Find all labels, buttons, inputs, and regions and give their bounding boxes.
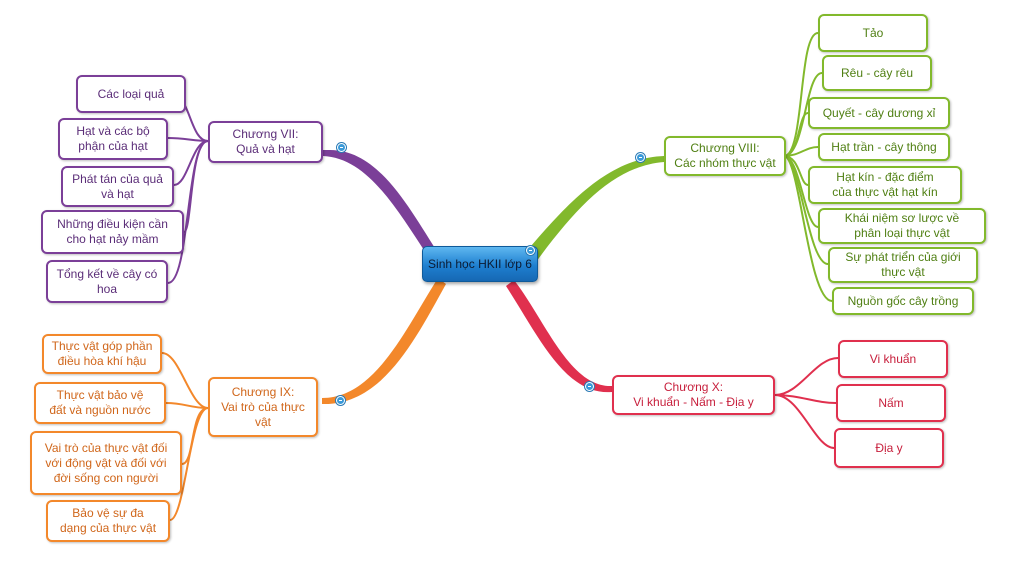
root-node[interactable]: Sinh học HKII lớp 6 xyxy=(422,246,538,282)
ch7-collapse-toggle[interactable] xyxy=(337,143,346,152)
ch9-leaf-connectors xyxy=(161,352,209,521)
ch10-item[interactable]: Nấm xyxy=(836,384,946,422)
branch-connector-ch10 xyxy=(506,280,612,393)
ch8-item[interactable]: Quyết - cây dương xỉ xyxy=(808,97,950,129)
ch8-item[interactable]: Tảo xyxy=(818,14,928,52)
ch8-item[interactable]: Hạt kín - đặc điểm của thực vật hạt kín xyxy=(808,166,962,204)
ch8-item[interactable]: Rêu - cây rêu xyxy=(822,55,932,91)
ch9-item[interactable]: Vai trò của thực vật đối với động vật và… xyxy=(30,431,182,495)
branch-node-ch9[interactable]: Chương IX: Vai trò của thực vật xyxy=(208,377,318,437)
ch10-collapse-toggle[interactable] xyxy=(585,382,594,391)
ch7-leaf-connectors xyxy=(167,93,209,284)
branch-node-ch8[interactable]: Chương VIII: Các nhóm thực vật xyxy=(664,136,786,176)
branch-connector-ch7 xyxy=(323,150,440,262)
ch8-item[interactable]: Sự phát triển của giới thực vật xyxy=(828,247,978,283)
branch-node-ch7[interactable]: Chương VII: Quả và hạt xyxy=(208,121,323,163)
ch7-item[interactable]: Các loại quả xyxy=(76,75,186,113)
ch10-item[interactable]: Vi khuẩn xyxy=(838,340,948,378)
branch-connector-ch9 xyxy=(322,278,446,405)
ch7-item[interactable]: Tổng kết về cây có hoa xyxy=(46,260,168,303)
ch7-item[interactable]: Phát tán của quả và hạt xyxy=(61,166,174,207)
ch9-item[interactable]: Thực vật bảo vệ đất và nguồn nước xyxy=(34,382,166,424)
ch10-item[interactable]: Địa y xyxy=(834,428,944,468)
ch8-collapse-toggle[interactable] xyxy=(636,153,645,162)
ch8-leaf-connectors xyxy=(783,32,833,302)
ch8-item[interactable]: Hạt trần - cây thông xyxy=(818,133,950,161)
ch10-leaf-connectors xyxy=(774,357,839,449)
ch8-item[interactable]: Nguồn gốc cây trồng xyxy=(832,287,974,315)
ch7-item[interactable]: Hạt và các bộ phận của hạt xyxy=(58,118,168,160)
branch-connector-ch8 xyxy=(526,156,664,262)
root-collapse-toggle[interactable] xyxy=(526,246,535,255)
ch9-collapse-toggle[interactable] xyxy=(336,396,345,405)
ch8-item[interactable]: Khái niệm sơ lược về phân loại thực vật xyxy=(818,208,986,244)
branch-node-ch10[interactable]: Chương X: Vi khuẩn - Nấm - Địa y xyxy=(612,375,775,415)
ch9-item[interactable]: Bảo vệ sự đa dạng của thực vật xyxy=(46,500,170,542)
ch7-item[interactable]: Những điều kiện cần cho hạt nảy mầm xyxy=(41,210,184,254)
ch9-item[interactable]: Thực vật góp phần điều hòa khí hậu xyxy=(42,334,162,374)
